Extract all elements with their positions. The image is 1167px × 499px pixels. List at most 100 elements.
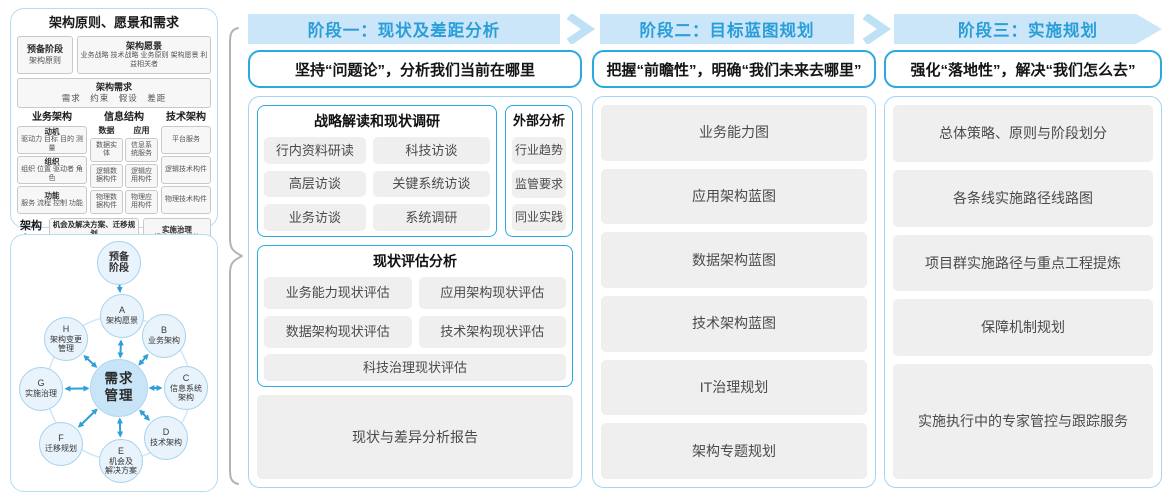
adm-node-h: H 架构变更 管理 xyxy=(44,317,88,361)
business-arch-title: 业务架构 xyxy=(32,112,72,123)
external-item: 监管要求 xyxy=(512,170,566,198)
phase1-header-text: 阶段一：现状及差距分析 xyxy=(307,22,501,40)
technology-arch-title: 技术架构 xyxy=(166,112,206,123)
application-item: 物理应用构件 xyxy=(125,189,158,214)
phase1-subtitle-box: 坚持“问题论”，分析我们当前在哪里 xyxy=(248,50,582,88)
organization-box: 组织 组织 位置 驱动者 角色 xyxy=(17,155,87,184)
strategy-research-group: 战略解读和现状调研 行内资料研读 科技访谈 高层访谈 关键系统访谈 业务访谈 系… xyxy=(257,105,497,237)
adm-node-f: F 迁移规划 xyxy=(39,422,83,466)
adm-node-requirements-management: 需求 管理 xyxy=(90,359,148,417)
phase1-header-band: 阶段一：现状及差距分析 xyxy=(248,14,560,44)
chevron-separator-icon xyxy=(862,14,892,44)
research-item: 科技访谈 xyxy=(372,137,490,164)
adm-node-preliminary-label: 预备 阶段 xyxy=(109,251,129,275)
current-assessment-title: 现状评估分析 xyxy=(373,253,457,269)
deliverable-item: 架构专题规划 xyxy=(601,423,867,480)
deliverable-item: 各条线实施路径线路图 xyxy=(893,169,1153,227)
adm-node-g: G 实施治理 xyxy=(19,367,63,411)
architecture-content-panel: 架构原则、愿景和需求 预备阶段 架构原则 架构愿景 业务战略 技术战略 业务原则… xyxy=(10,8,218,250)
phase2-subtitle-box: 把握“前瞻性”，明确“我们未来去哪里” xyxy=(592,50,876,88)
information-subcolumns: 数据 数据实体 逻辑数据构件 物理数据构件 应用 信息系统服务 逻辑应用构件 物… xyxy=(90,126,158,214)
phase1-top-row: 战略解读和现状调研 行内资料研读 科技访谈 高层访谈 关键系统访谈 业务访谈 系… xyxy=(257,105,573,237)
strategy-research-items: 行内资料研读 科技访谈 高层访谈 关键系统访谈 业务访谈 系统调研 xyxy=(264,137,490,231)
application-title: 应用 xyxy=(133,126,150,135)
research-item: 系统调研 xyxy=(372,204,490,231)
adm-cycle-panel: 预备 阶段 A 架构愿景 B 业务架构 C 信息系统 架构 D 技术架构 E 机… xyxy=(10,234,218,492)
arch-vision-items: 业务战略 技术战略 业务原则 架构愿景 利益相关者 xyxy=(80,51,208,68)
assessment-item: 科技治理现状评估 xyxy=(264,354,566,381)
technology-item: 平台服务 xyxy=(161,126,211,154)
technology-arch-column: 技术架构 平台服务 逻辑技术构件 物理技术构件 xyxy=(161,112,211,214)
motivation-title: 动机 xyxy=(44,126,60,136)
data-title: 数据 xyxy=(98,126,115,135)
motivation-box: 动机 驱动力 目标 目的 测量 xyxy=(17,126,87,154)
deliverable-item: 保障机制规划 xyxy=(893,299,1153,357)
phase3-header-text: 阶段三：实施规划 xyxy=(958,22,1098,40)
phase3-subtitle-box: 强化“落地性”，解决“我们怎么去” xyxy=(884,50,1162,88)
research-item: 高层访谈 xyxy=(264,170,366,198)
arch-vision-title: 架构愿景 xyxy=(125,40,162,51)
chevron-separator-icon xyxy=(566,14,596,44)
gap-analysis-report-item: 现状与差异分析报告 xyxy=(257,395,573,479)
function-box: 功能 服务 流程 控制 功能 xyxy=(17,185,87,214)
adm-node-b: B 业务架构 xyxy=(142,314,186,358)
deliverable-item: 数据架构蓝图 xyxy=(601,232,867,289)
deliverable-item: 业务能力图 xyxy=(601,105,867,161)
current-assessment-items: 业务能力现状评估 应用架构现状评估 数据架构现状评估 技术架构现状评估 xyxy=(264,277,566,348)
business-arch-column: 业务架构 动机 驱动力 目标 目的 测量 组织 组织 位置 驱动者 角色 功能 … xyxy=(17,112,87,214)
arch-requirements-box: 架构需求 需求 约束 假设 差距 xyxy=(17,78,211,108)
information-structure-title: 信息结构 xyxy=(104,112,144,123)
information-structure-column: 信息结构 数据 数据实体 逻辑数据构件 物理数据构件 应用 信息系统服务 逻辑应… xyxy=(90,112,158,214)
research-item: 行内资料研读 xyxy=(264,137,366,164)
phase2-header-text: 阶段二：目标蓝图规划 xyxy=(639,22,815,40)
technology-item: 物理技术构件 xyxy=(161,185,211,214)
research-item: 关键系统访谈 xyxy=(372,170,490,198)
technology-items: 平台服务 逻辑技术构件 物理技术构件 xyxy=(161,126,211,214)
strategy-research-title: 战略解读和现状调研 xyxy=(314,113,440,129)
prep-phase-label: 预备阶段 xyxy=(26,44,63,55)
phase2-subtitle-text: 把握“前瞻性”，明确“我们未来去哪里” xyxy=(606,61,862,79)
assessment-item: 数据架构现状评估 xyxy=(264,316,412,348)
prep-vision-row: 预备阶段 架构原则 架构愿景 业务战略 技术战略 业务原则 架构愿景 利益相关者 xyxy=(17,36,211,74)
deliverable-item: 技术架构蓝图 xyxy=(601,296,867,352)
organization-items: 组织 位置 驱动者 角色 xyxy=(21,165,83,182)
arch-requirements-title: 架构需求 xyxy=(95,82,132,93)
prep-phase-box: 预备阶段 架构原则 xyxy=(17,36,73,74)
phase3-header-band: 阶段三：实施规划 xyxy=(894,14,1162,44)
adm-node-d: D 技术架构 xyxy=(144,416,188,460)
data-item: 逻辑数据构件 xyxy=(90,163,123,188)
opportunities-migration-title: 机会及解决方案、迁移规划 xyxy=(52,219,136,238)
arch-requirements-items: 需求 约束 假设 差距 xyxy=(61,93,167,104)
phase1-content: 战略解读和现状调研 行内资料研读 科技访谈 高层访谈 关键系统访谈 业务访谈 系… xyxy=(248,96,582,488)
adm-node-e: E 机会及 解决方案 xyxy=(99,439,143,483)
deliverable-item: 项目群实施路径与重点工程提炼 xyxy=(893,234,1153,292)
application-item: 信息系统服务 xyxy=(125,138,158,162)
deliverable-item: 总体策略、原则与阶段划分 xyxy=(893,105,1153,162)
current-assessment-group: 现状评估分析 业务能力现状评估 应用架构现状评估 数据架构现状评估 技术架构现状… xyxy=(257,245,573,387)
phase1-subtitle-text: 坚持“问题论”，分析我们当前在哪里 xyxy=(294,61,535,79)
impl-governance-title: 实施治理 xyxy=(161,224,192,234)
adm-node-c: C 信息系统 架构 xyxy=(164,366,208,410)
research-item: 业务访谈 xyxy=(264,204,366,231)
phase2-header-band: 阶段二：目标蓝图规划 xyxy=(600,14,854,44)
assessment-item: 业务能力现状评估 xyxy=(264,277,412,309)
external-item: 行业趋势 xyxy=(512,137,566,165)
domain-columns: 业务架构 动机 驱动力 目标 目的 测量 组织 组织 位置 驱动者 角色 功能 … xyxy=(17,112,211,214)
arch-principle-label: 架构原则 xyxy=(29,55,61,65)
deliverable-item: 实施执行中的专家管控与跟踪服务 xyxy=(893,364,1153,479)
data-subcolumn: 数据 数据实体 逻辑数据构件 物理数据构件 xyxy=(90,126,123,214)
phase3-content: 总体策略、原则与阶段划分 各条线实施路径线路图 项目群实施路径与重点工程提炼 保… xyxy=(884,96,1162,488)
phase2-content: 业务能力图 应用架构蓝图 数据架构蓝图 技术架构蓝图 IT治理规划 架构专题规划 xyxy=(592,96,876,488)
adm-node-preliminary: 预备 阶段 xyxy=(97,241,141,285)
application-subcolumn: 应用 信息系统服务 逻辑应用构件 物理应用构件 xyxy=(125,126,158,214)
data-item: 物理数据构件 xyxy=(90,189,123,214)
external-item: 同业实践 xyxy=(512,203,566,231)
function-title: 功能 xyxy=(44,190,60,200)
adm-node-a: A 架构愿景 xyxy=(100,294,144,338)
assessment-item: 技术架构现状评估 xyxy=(418,316,566,348)
deliverable-item: IT治理规划 xyxy=(601,359,867,416)
adm-arrows xyxy=(64,284,163,438)
assessment-item: 应用架构现状评估 xyxy=(418,277,566,309)
external-analysis-title: 外部分析 xyxy=(512,113,565,128)
brace-connector xyxy=(229,27,243,485)
